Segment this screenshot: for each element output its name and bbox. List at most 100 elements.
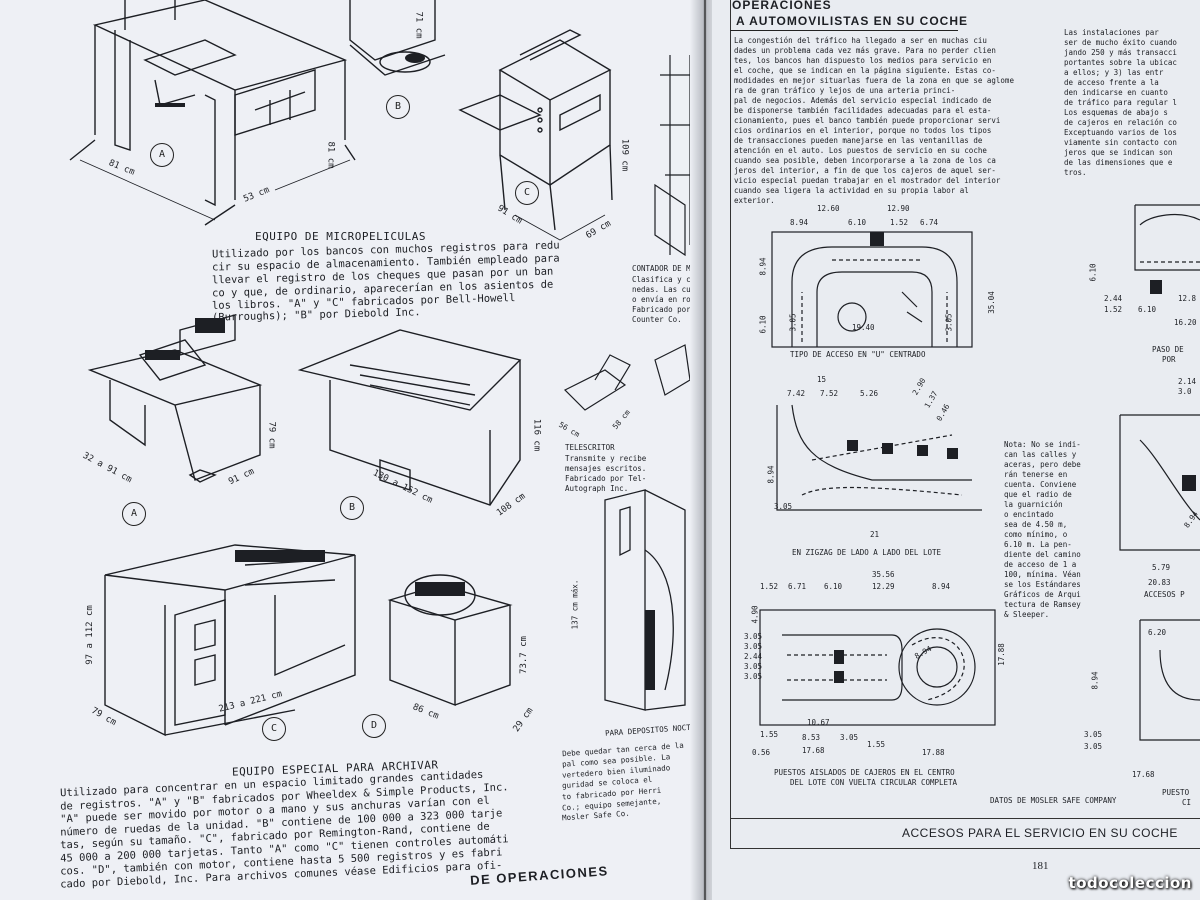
zig-dim-1: 15	[817, 375, 827, 384]
note-line: que el radio de	[1004, 490, 1072, 499]
dim-row3-c-height: 97 a 112 cm	[84, 605, 95, 665]
isl-dim-8: 3.05	[744, 632, 763, 641]
isl-dim-19: 17.68	[802, 746, 825, 755]
intro2-line: viamente sin contacto con	[1064, 138, 1177, 147]
dim-row3-d-depth: 29 cm	[511, 706, 536, 734]
note-line: tectura de Ramsey	[1004, 600, 1081, 609]
note-line: & Sleeper.	[1004, 610, 1050, 619]
zig-dim-2: 7.42	[787, 389, 806, 398]
sorter-a-drawing	[87, 314, 263, 483]
isl-dim-9: 3.05	[744, 642, 763, 651]
rc-dim-1: 6.10	[1088, 263, 1098, 282]
rc-dim-16: 17.68	[1132, 770, 1155, 779]
microfilm-console-c-drawing	[458, 29, 613, 241]
intro-line: jeros del interior, a fin de que los caj…	[734, 166, 996, 175]
dim-row2-b-height: 116 cm	[531, 418, 542, 452]
dim-row3-d-height: 73.7 cm	[518, 636, 529, 674]
intro2-line: Las instalaciones par	[1064, 28, 1159, 37]
intro-line: exterior.	[734, 196, 775, 205]
rc-dim-2: 2.44	[1104, 294, 1123, 303]
microfilm-reader-b-drawing	[349, 0, 446, 76]
isl-dim-2: 1.52	[760, 582, 779, 591]
micro-caption: EQUIPO DE MICROPELICULAS	[255, 230, 426, 243]
telescritor-line-4: Autograph Inc.	[565, 484, 629, 493]
page-frame	[730, 0, 1200, 849]
night-deposit-drawing	[604, 489, 686, 711]
rotary-file-d-drawing	[387, 574, 513, 707]
rc-dim-8: 3.0	[1178, 387, 1192, 396]
u-access-diagram	[771, 231, 973, 348]
note-line: de acceso de 1 a	[1004, 560, 1077, 569]
intro-line: cionamiento, pues el banco también puede…	[734, 116, 1001, 125]
u-dim-6: 6.74	[920, 218, 939, 227]
rc-label-5: CI	[1182, 798, 1192, 807]
label-b-top: B	[386, 95, 410, 119]
watermark: todocoleccion	[1068, 874, 1192, 892]
intro2-line: jeros que se indican son	[1064, 148, 1173, 157]
heading-top: OPERACIONES	[732, 0, 832, 12]
island-diagram	[759, 609, 996, 726]
zig-dim-9: 21	[870, 530, 880, 539]
note-line: o encintado	[1004, 510, 1054, 519]
footer-rule	[730, 818, 1200, 819]
intro2-line: de tráfico para regular l	[1064, 98, 1177, 107]
rc-dim-3: 1.52	[1104, 305, 1123, 314]
isl-dim-15: 10.67	[807, 718, 830, 727]
note-line: sea de 4.50 m,	[1004, 520, 1068, 529]
isl-dim-1: 35.56	[872, 570, 895, 579]
isl-dim-5: 12.29	[872, 582, 895, 591]
u-dim-12: 3.05	[944, 313, 954, 332]
note-line: se los Estándares	[1004, 580, 1081, 589]
note-line: can las calles y	[1004, 450, 1077, 459]
zig-caption: EN ZIGZAG DE LADO A LADO DEL LOTE	[792, 548, 942, 557]
isl-caption-2: DEL LOTE CON VUELTA CIRCULAR COMPLETA	[790, 778, 958, 787]
heading-main: A AUTOMOVILISTAS EN SU COCHE	[736, 14, 969, 28]
intro2-line: de cajeros en relación co	[1064, 118, 1177, 127]
u-dim-4: 6.10	[848, 218, 867, 227]
isl-dim-10: 2.44	[744, 652, 763, 661]
u-dim-7: 8.94	[758, 257, 768, 276]
label-b-row2: B	[340, 496, 364, 520]
isl-dim-16: 1.55	[760, 730, 779, 739]
note-line: como mínimo, o	[1004, 530, 1068, 539]
intro2-line: Los esquemas de abajo s	[1064, 108, 1168, 117]
label-c-top: C	[515, 181, 539, 205]
isl-dim-22: 0.56	[752, 748, 771, 757]
tray-cabinet-b-drawing	[297, 329, 522, 506]
u-dim-11: 19.40	[852, 323, 875, 332]
deposit-dim: 137 cm máx.	[570, 579, 580, 630]
telescritor-line-1: Transmite y recibe	[565, 454, 647, 463]
note-line: la guarnición	[1004, 500, 1063, 509]
u-dim-8: 6.10	[758, 315, 768, 334]
zig-dim-4: 5.26	[860, 389, 879, 398]
intro2-line: den indicarse en cuanto	[1064, 88, 1168, 97]
intro-line: tes, los bancos han dispuesto los medios…	[734, 56, 992, 65]
isl-dim-14: 17.88	[996, 643, 1006, 666]
isl-dim-3: 6.71	[788, 582, 807, 591]
mosler-credit: DATOS DE MOSLER SAFE COMPANY	[990, 796, 1117, 805]
telescritor-line-3: Fabricado por Tel-	[565, 474, 647, 483]
isl-caption-1: PUESTOS AISLADOS DE CAJEROS EN EL CENTRO	[774, 768, 955, 777]
note-line: diente del camino	[1004, 550, 1081, 559]
dim-b-height: 71 cm	[413, 11, 424, 39]
heading-rule	[730, 30, 958, 31]
isl-dim-21: 17.88	[922, 748, 945, 757]
intro-line: pal de negocios. Además del servicio esp…	[734, 96, 992, 105]
telescritor-title: TELESCRITOR	[565, 443, 615, 452]
rc-label-1: PASO DE	[1152, 345, 1184, 354]
intro2-line: ser de mucho éxito cuando	[1064, 38, 1177, 47]
label-a-top: A	[150, 143, 174, 167]
rc-label-2: POR	[1162, 355, 1176, 364]
u-dim-9: 3.05	[788, 313, 798, 332]
isl-dim-11: 3.05	[744, 662, 763, 671]
intro2-line: portantes sobre la ubicac	[1064, 58, 1177, 67]
isl-dim-7: 4.90	[750, 605, 760, 624]
intro2-line: tros.	[1064, 168, 1087, 177]
u-dim-10: 35.04	[986, 291, 996, 314]
intro-line: vicio especial puedan trabajar en el mos…	[734, 176, 1001, 185]
rc-label-4: PUESTO	[1162, 788, 1190, 797]
microfilm-desk-a-drawing	[69, 0, 356, 226]
zig-dim-8: 3.05	[774, 502, 793, 511]
rc-label-3: ACCESOS P	[1144, 590, 1185, 599]
dim-c-height: 109 cm	[619, 138, 630, 172]
